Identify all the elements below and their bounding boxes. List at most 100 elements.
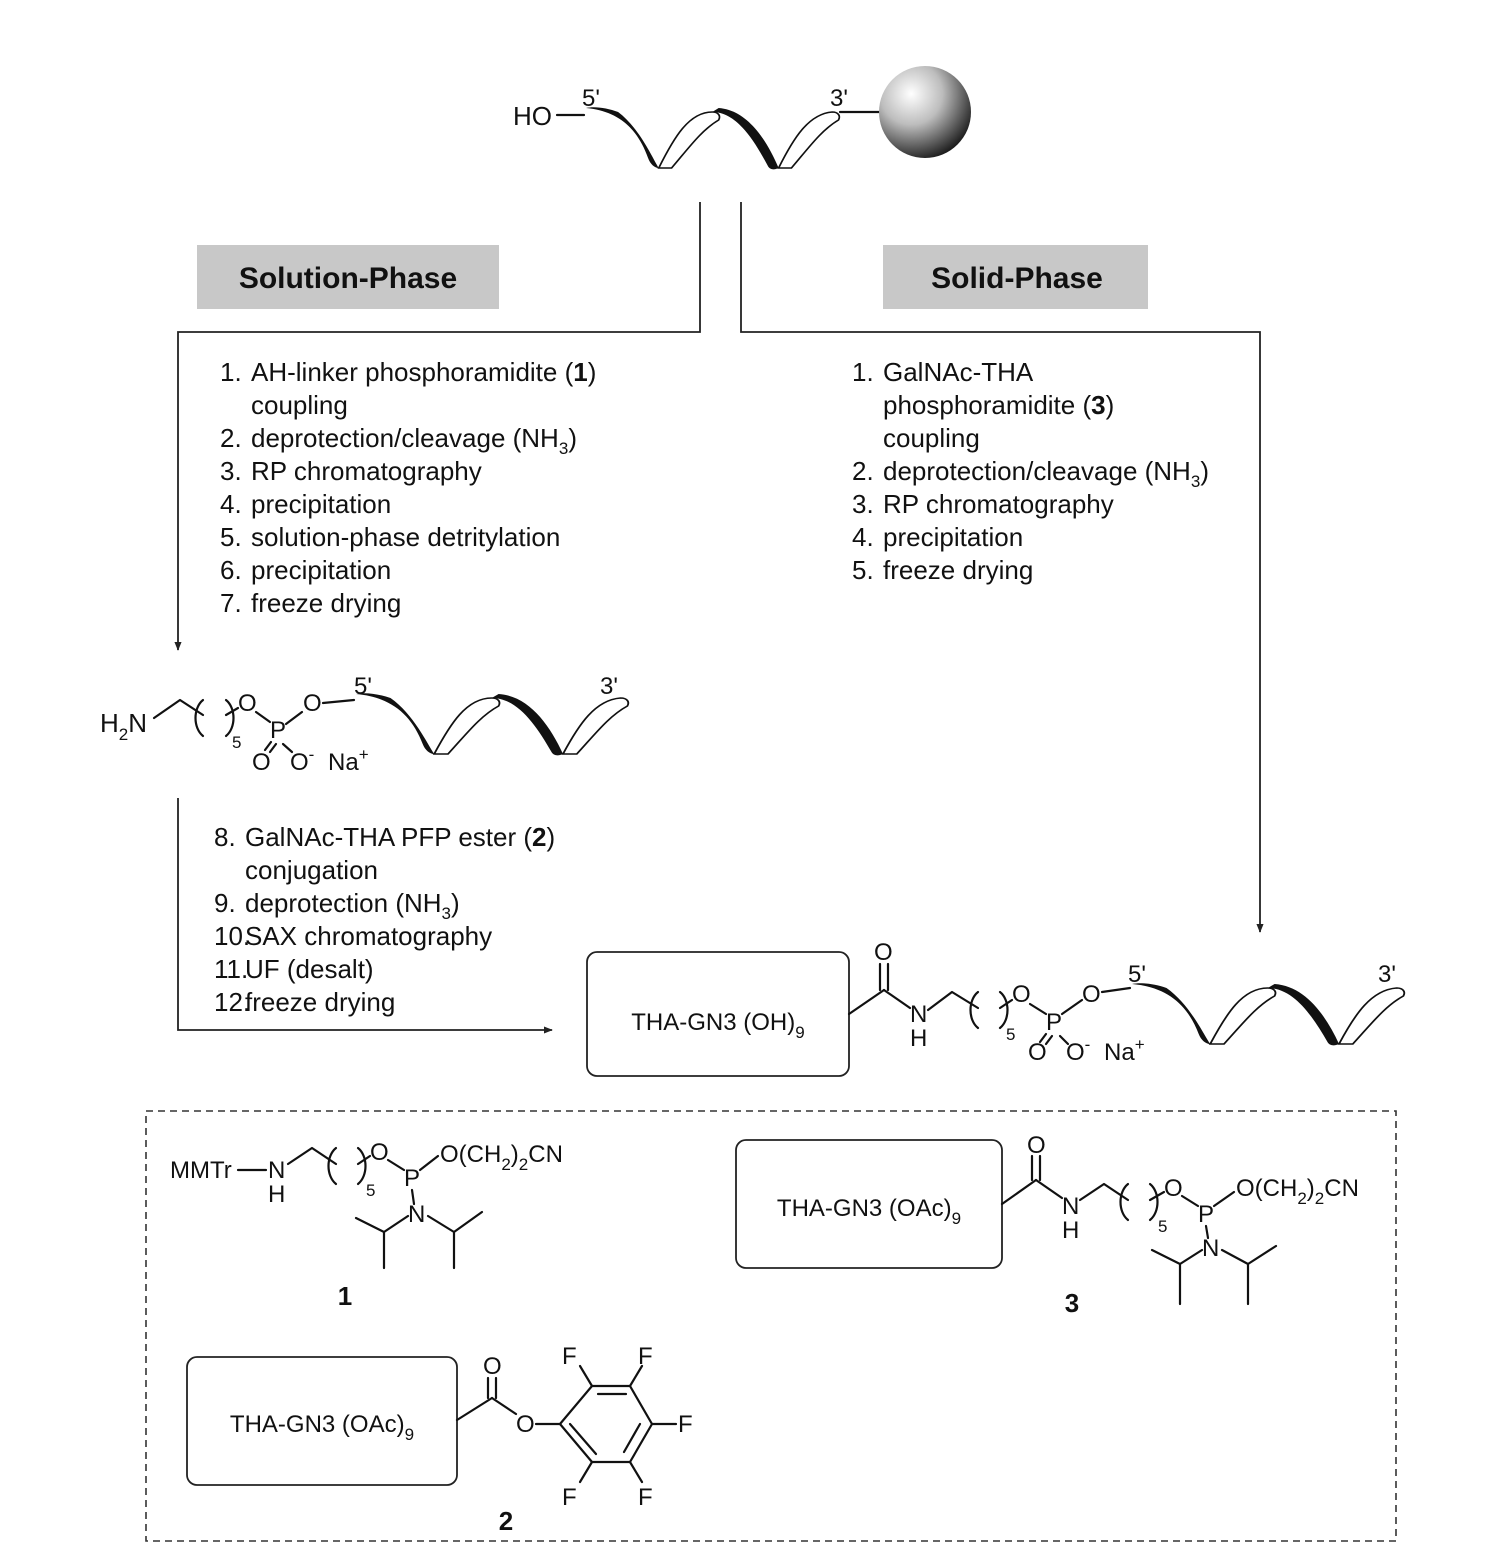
c3-box-carbonyl <box>1000 1178 1038 1206</box>
step-text: deprotection/cleavage (NH3) <box>251 423 577 458</box>
step-text: AH-linker phosphoramidite (1) <box>251 357 596 387</box>
p-ominus-bond <box>281 742 294 754</box>
o-minus: O- <box>290 745 314 776</box>
product-three-prime: 3' <box>1378 961 1396 988</box>
c3-h: H <box>1062 1217 1079 1244</box>
step-text: solution-phase detritylation <box>251 522 560 552</box>
step-text: deprotection (NH3) <box>245 888 460 923</box>
sodium: Na+ <box>328 745 369 776</box>
amide-n: N <box>910 1001 927 1028</box>
c3-o-p <box>1180 1194 1200 1208</box>
reagents-panel <box>145 1110 1397 1542</box>
step-number: 8. <box>214 822 236 852</box>
ester-o2: O <box>303 690 322 717</box>
step-number: 1. <box>220 357 242 387</box>
product-oxo-2 <box>1044 1034 1054 1046</box>
step-text: UF (desalt) <box>245 954 374 984</box>
c1-n: N <box>268 1157 285 1184</box>
c1-n-amide: N <box>408 1201 425 1228</box>
product-five-prime: 5' <box>1128 961 1146 988</box>
step-text: precipitation <box>883 522 1023 552</box>
step-number: 3. <box>852 489 874 519</box>
mid-five-prime: 5' <box>354 673 372 700</box>
step-text: precipitation <box>251 555 391 585</box>
product-phosphorus: P <box>1046 1009 1062 1036</box>
fluorine-1: F <box>562 1343 577 1370</box>
ring-double-2 <box>622 1422 642 1454</box>
solution-arrow <box>174 202 701 651</box>
c1-h: H <box>268 1181 285 1208</box>
c3-n: N <box>1062 1193 1079 1220</box>
solid-header: Solid-Phase <box>931 262 1103 295</box>
amino-linker-oligo: H2N 5 O P O O O- Na+ 5' 3' <box>100 673 630 776</box>
step-text: RP chromatography <box>883 489 1114 519</box>
o-p-bond <box>254 710 272 724</box>
amine-h: H2N <box>100 708 147 744</box>
step-number: 3. <box>220 456 242 486</box>
c1-chain-o <box>356 1154 372 1166</box>
c2-carbonyl-o-ester <box>490 1396 518 1416</box>
solid-arrow <box>740 202 1264 933</box>
f-bond-5 <box>578 1460 594 1484</box>
c3-n-amide: N <box>1202 1235 1219 1262</box>
step-text: conjugation <box>245 855 378 885</box>
p-o-double-1 <box>263 740 273 752</box>
compound-1-number: 1 <box>338 1281 352 1311</box>
c3-p: P <box>1198 1201 1214 1228</box>
c3-bracket-open <box>1119 1182 1130 1222</box>
product-ominus-bond <box>1058 1034 1070 1046</box>
conjugation-arrow <box>177 798 553 1034</box>
product-o-strand <box>1100 986 1132 994</box>
compound-1: MMTr N H 5 O P O(CH2)2CN N 1 <box>170 1139 563 1311</box>
repeat-bracket-open <box>194 698 205 738</box>
box-carbonyl-bond <box>847 988 886 1016</box>
c1-cyanoethyl: O(CH2)2CN <box>440 1141 563 1174</box>
step-text: precipitation <box>251 489 391 519</box>
c3-chain-o <box>1148 1190 1166 1202</box>
step-number: 10. <box>214 921 250 951</box>
step-number: 12. <box>214 987 250 1017</box>
solution-steps-list: 1.AH-linker phosphoramidite (1)coupling2… <box>220 357 596 618</box>
c1-p: P <box>404 1165 420 1192</box>
carbonyl-n-bond <box>882 988 912 1010</box>
resin-bead <box>879 66 971 158</box>
product-chain <box>926 990 980 1012</box>
c3-repeat: 5 <box>1158 1217 1167 1236</box>
compound-2: THA-GN3 (OAc)9 O O F F F F F 2 <box>186 1343 693 1536</box>
step-number: 5. <box>220 522 242 552</box>
c1-isopropyl-left <box>354 1214 410 1270</box>
product-o-p <box>1028 1002 1048 1016</box>
pentafluorophenyl-ring <box>558 1384 654 1464</box>
step-number: 1. <box>852 357 874 387</box>
fluorine-4: F <box>638 1484 653 1511</box>
c1-chain <box>286 1146 338 1166</box>
product-o1: O <box>1012 981 1031 1008</box>
product-box-label: THA-GN3 (OH)9 <box>631 1009 804 1042</box>
step-text: freeze drying <box>245 987 395 1017</box>
step-number: 11. <box>214 954 248 984</box>
step-number: 6. <box>220 555 242 585</box>
c1-p-n <box>410 1188 416 1206</box>
step-number: 9. <box>214 888 236 918</box>
amide-h: H <box>910 1025 927 1052</box>
f-bond-1 <box>578 1364 594 1388</box>
product-oxo-o: O <box>1028 1039 1047 1066</box>
mid-three-prime: 3' <box>600 673 618 700</box>
phosphorus: P <box>270 717 286 744</box>
product-o2: O <box>1082 981 1101 1008</box>
solution-header-box <box>197 245 499 309</box>
step-text: phosphoramidite (3) <box>883 390 1114 420</box>
mid-strand <box>355 692 630 757</box>
compound-2-number: 2 <box>499 1506 513 1536</box>
c1-bracket-close <box>356 1146 367 1186</box>
step-number: 2. <box>220 423 242 453</box>
fluorine-3: F <box>678 1411 693 1438</box>
c3-carbonyl-n <box>1034 1178 1064 1200</box>
product-oxo-1 <box>1038 1032 1048 1044</box>
alkyl-chain <box>152 698 205 720</box>
c3-cyanoethyl: O(CH2)2CN <box>1236 1175 1359 1208</box>
c1-isopropyl-right <box>426 1210 484 1270</box>
f-bond-4 <box>628 1460 644 1484</box>
conjugation-steps-list: 8.GalNAc-THA PFP ester (2)conjugation9.d… <box>214 822 555 1017</box>
